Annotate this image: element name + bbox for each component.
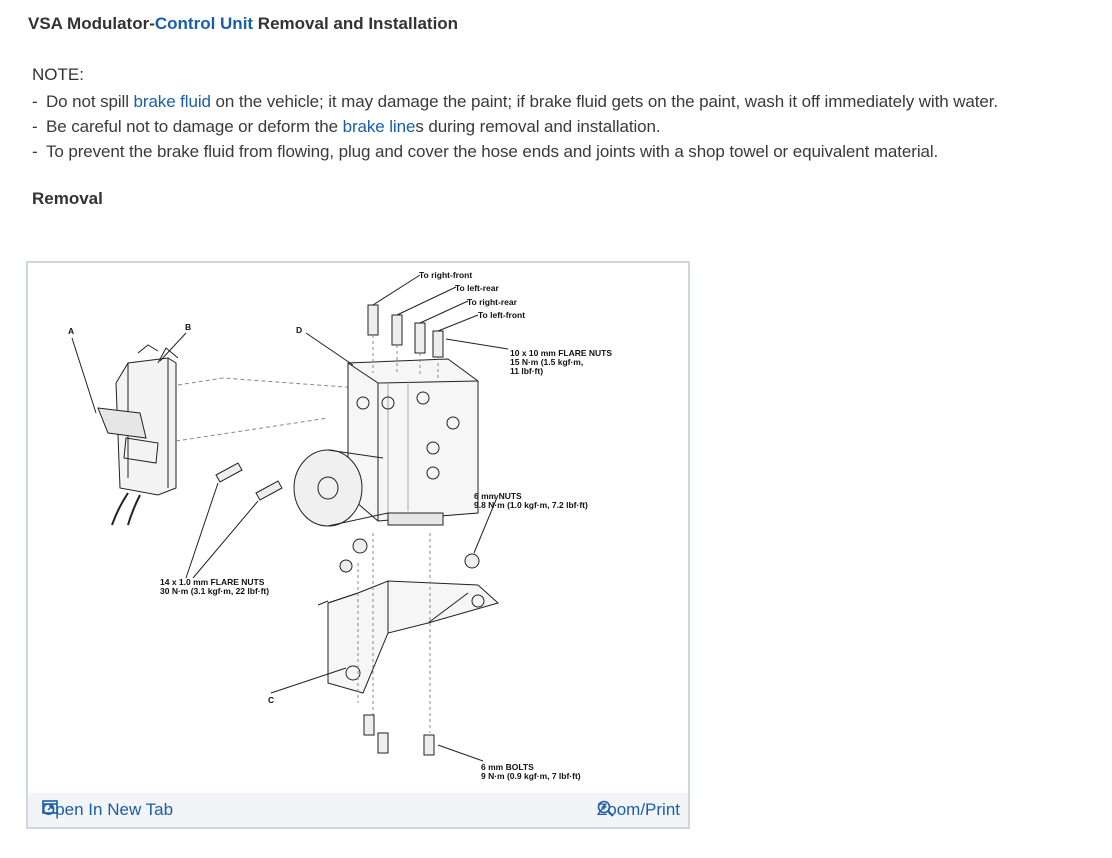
open-new-tab-icon [42, 800, 58, 814]
label-bolts6-line2: 9 N·m (0.9 kgf·m, 7 lbf·ft) [481, 771, 581, 781]
note-dash: - [32, 142, 38, 161]
label-nuts6-line2: 9.8 N·m (1.0 kgf·m, 7.2 lbf·ft) [474, 500, 588, 510]
open-in-new-tab-button[interactable]: Open In New Tab [42, 800, 173, 820]
bracket-c-drawing [270, 580, 500, 694]
open-in-new-tab-label: Open In New Tab [42, 800, 174, 819]
label-c: C [268, 695, 274, 705]
label-flare10-line3: 11 lbf·ft) [510, 366, 543, 376]
label-flare10-line1: 10 x 10 mm FLARE NUTS [510, 348, 612, 358]
title-part-1: VSA Modulator- [28, 14, 155, 33]
brake-fluid-link[interactable]: brake fluid [133, 92, 211, 111]
section-heading-removal: Removal [32, 189, 103, 208]
label-to-right-front: To right-front [419, 270, 472, 280]
note-text-pre: To prevent the brake fluid from flowing,… [46, 142, 939, 161]
bolts-6mm [363, 714, 484, 762]
note-item-1: -Do not spill brake fluid on the vehicle… [32, 89, 998, 114]
label-to-left-rear: To left-rear [455, 283, 499, 293]
title-part-3: Removal and Installation [253, 14, 459, 33]
note-text-post: s during removal and installation. [415, 117, 661, 136]
vsa-modulator-diagram: A B C D To right-front To left-rear To r… [68, 270, 612, 781]
label-bolts6-line1: 6 mm BOLTS [481, 762, 534, 772]
note-text-post: on the vehicle; it may damage the paint;… [210, 92, 998, 111]
label-flare10-line2: 15 N·m (1.5 kgf·m, [510, 357, 583, 367]
note-item-3: -To prevent the brake fluid from flowing… [32, 139, 998, 164]
diagram-figure[interactable]: A B C D To right-front To left-rear To r… [26, 261, 690, 829]
label-flare14-line2: 30 N·m (3.1 kgf·m, 22 lbf·ft) [160, 586, 269, 596]
note-text-pre: Be careful not to damage or deform the [46, 117, 343, 136]
brake-line-link[interactable]: brake line [342, 117, 416, 136]
label-nuts6-line1: 6 mm NUTS [474, 491, 522, 501]
note-heading: NOTE: [32, 65, 84, 84]
note-item-2: -Be careful not to damage or deform the … [32, 114, 998, 139]
label-to-left-front: To left-front [478, 310, 525, 320]
label-d: D [296, 325, 302, 335]
note-dash: - [32, 92, 38, 111]
figure-footer: Open In New Tab Zoom/Print [28, 793, 688, 827]
label-to-right-rear: To right-rear [467, 297, 518, 307]
flare-nuts-14mm [185, 462, 283, 579]
page-title: VSA Modulator-Control Unit Removal and I… [28, 14, 458, 34]
zoom-in-icon [597, 800, 614, 817]
note-list: -Do not spill brake fluid on the vehicle… [32, 89, 998, 164]
leader-a [71, 337, 97, 414]
leader-b [159, 332, 187, 362]
leader-d [305, 332, 354, 366]
leader-c [270, 667, 347, 694]
modulator-unit-drawing [293, 358, 479, 527]
note-text-pre: Do not spill [46, 92, 134, 111]
label-a: A [68, 326, 74, 336]
note-dash: - [32, 117, 38, 136]
label-b: B [185, 322, 191, 332]
control-unit-link[interactable]: Control Unit [154, 14, 254, 33]
nuts-6mm [339, 494, 499, 573]
control-unit-b-drawing [97, 344, 179, 526]
zoom-print-button[interactable]: Zoom/Print [597, 800, 680, 820]
label-flare14-line1: 14 x 1.0 mm FLARE NUTS [160, 577, 265, 587]
zoom-print-label: Zoom/Print [596, 800, 680, 819]
